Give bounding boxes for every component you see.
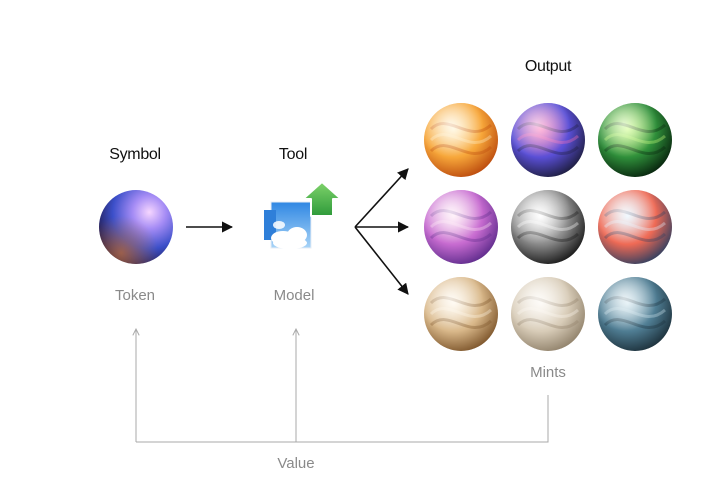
mint-sphere-beige-marble	[424, 277, 498, 351]
mint-sphere-graffiti	[511, 103, 585, 177]
mint-sphere-green-crackle	[598, 103, 672, 177]
label-model: Model	[273, 287, 315, 304]
mint-sphere-orange-marble	[424, 103, 498, 177]
token-sphere-icon	[99, 190, 173, 264]
label-token: Token	[114, 287, 156, 304]
heading-output: Output	[524, 58, 572, 75]
mint-sphere-stone-ruins	[511, 277, 585, 351]
mints-grid	[424, 103, 672, 351]
label-mints: Mints	[530, 364, 566, 381]
mint-sphere-chrome-liquid	[511, 190, 585, 264]
arrow-model-to-output-bottom	[354, 226, 409, 295]
arrow-model-to-output-top	[354, 168, 409, 228]
mint-sphere-pink-nebula	[424, 190, 498, 264]
label-value: Value	[277, 455, 315, 472]
value-feedback-loop	[136, 329, 549, 443]
cloud-image-upload-icon	[264, 181, 342, 249]
mint-sphere-red-cloud	[598, 190, 672, 264]
mint-sphere-eye	[598, 277, 672, 351]
heading-tool: Tool	[278, 146, 308, 163]
heading-symbol: Symbol	[109, 146, 161, 163]
